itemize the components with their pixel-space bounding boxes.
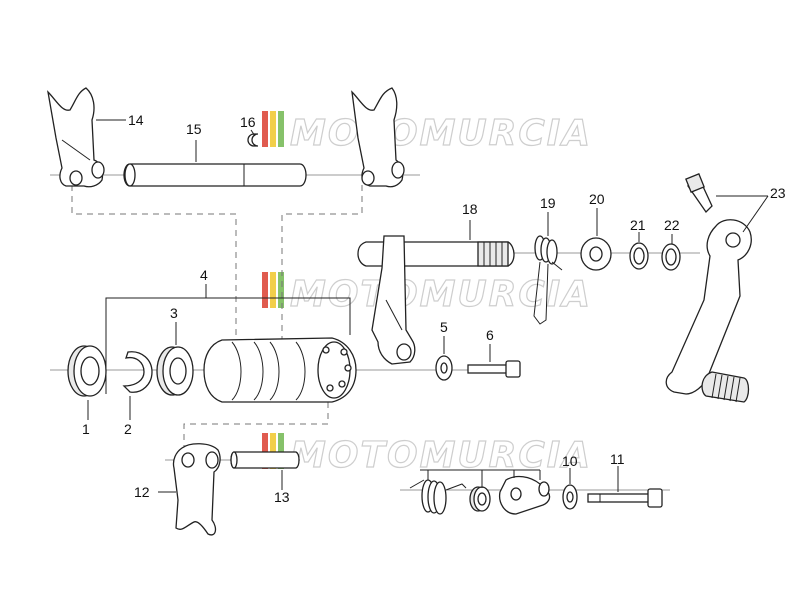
callout-3: 3 (170, 305, 178, 321)
callout-2: 2 (124, 421, 132, 437)
washer-5 (435, 355, 453, 381)
bushing-bottom (469, 486, 491, 512)
gear-shift-lever (665, 173, 752, 403)
bearing-1 (67, 345, 107, 397)
circlip-small (247, 133, 259, 147)
washer-10 (562, 484, 578, 510)
callout-12: 12 (134, 484, 150, 500)
stopper-plate (498, 475, 551, 515)
washer-20 (580, 237, 612, 271)
callout-21: 21 (630, 217, 646, 233)
short-shaft (230, 451, 300, 469)
callout-22: 22 (664, 217, 680, 233)
callout-18: 18 (462, 201, 478, 217)
callout-15: 15 (186, 121, 202, 137)
shift-fork-bottom (172, 443, 221, 536)
callout-10: 10 (562, 453, 578, 469)
watermark-text-middle: MOTOMURCIA (290, 274, 592, 315)
circlip-2 (122, 351, 153, 393)
shift-shaft-assembly (357, 235, 515, 365)
callout-14: 14 (128, 112, 144, 128)
callout-4: 4 (200, 267, 208, 283)
callout-6: 6 (486, 327, 494, 343)
torsion-spring-top (533, 235, 563, 325)
washer-21 (629, 242, 649, 270)
fork-shaft (123, 163, 307, 187)
callout-1: 1 (82, 421, 90, 437)
washer-22 (661, 243, 681, 271)
callout-19: 19 (540, 195, 556, 211)
shift-fork-right (351, 87, 405, 188)
shift-drum (203, 337, 357, 403)
shift-fork-left (47, 87, 105, 188)
callout-20: 20 (589, 191, 605, 207)
callout-13: 13 (274, 489, 290, 505)
callout-16: 16 (240, 114, 256, 130)
torsion-spring-bottom (409, 479, 467, 515)
watermark-text-top: MOTOMURCIA (290, 113, 592, 154)
callout-5: 5 (440, 319, 448, 335)
watermark-middle: MOTOMURCIA (262, 272, 592, 316)
callout-11: 11 (610, 451, 625, 467)
bearing-3 (156, 346, 194, 396)
bolt-11 (587, 488, 663, 508)
bolt-6 (467, 360, 521, 378)
callout-23: 23 (770, 185, 786, 201)
watermark-top: MOTOMURCIA (262, 111, 592, 155)
